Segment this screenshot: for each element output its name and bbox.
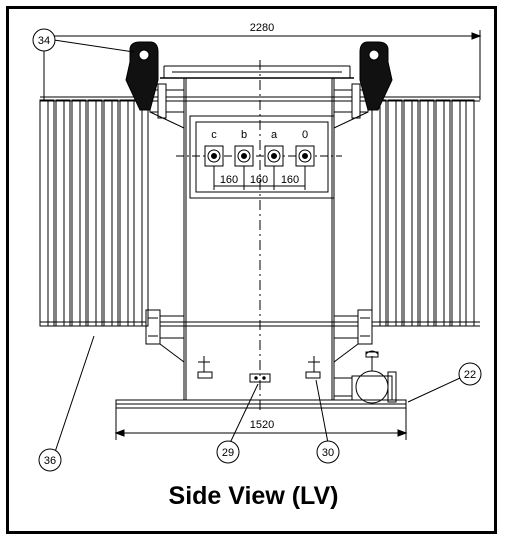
callout-34: 34 (38, 35, 50, 47)
bushing-spacing-2: 160 (250, 174, 268, 186)
right-lifting-lug (359, 41, 393, 111)
callout-bubble-36 (38, 448, 62, 472)
callout-36: 36 (44, 455, 56, 467)
callout-22: 22 (464, 369, 476, 381)
callout-bubble-29 (216, 440, 240, 464)
drain-valve (333, 350, 397, 404)
bushing-label-c: c (211, 129, 217, 141)
callout-bubble-22 (458, 362, 482, 386)
callout-bubble-30 (316, 440, 340, 464)
bushing-spacing-1: 160 (220, 174, 238, 186)
bushing-label-a: a (271, 129, 278, 141)
callout-29: 29 (222, 447, 234, 459)
view-caption: Side View (LV) (168, 482, 339, 510)
item-left-post (197, 356, 213, 379)
bushing-b (234, 145, 254, 167)
bushing-a (264, 145, 284, 167)
right-radiator (371, 99, 475, 327)
item-30-post (305, 356, 321, 379)
overall-width-dimension (42, 30, 482, 100)
left-radiator (39, 99, 149, 327)
terminal-box (176, 115, 342, 199)
bushing-spacing-3: 160 (281, 174, 299, 186)
tank-body (183, 77, 335, 401)
bushing-0 (295, 145, 315, 167)
base-frame (115, 399, 407, 409)
base-width-label: 1520 (250, 419, 274, 431)
callout-bubble-34 (32, 28, 56, 52)
bushing-label-b: b (241, 129, 247, 141)
bushing-label-0: 0 (302, 129, 308, 141)
item-29-plate (249, 373, 271, 383)
left-lifting-lug (125, 41, 159, 111)
base-width-dimension (114, 408, 408, 440)
overall-width-label: 2280 (250, 22, 274, 34)
callout-30: 30 (322, 447, 334, 459)
bushing-c (204, 145, 224, 167)
